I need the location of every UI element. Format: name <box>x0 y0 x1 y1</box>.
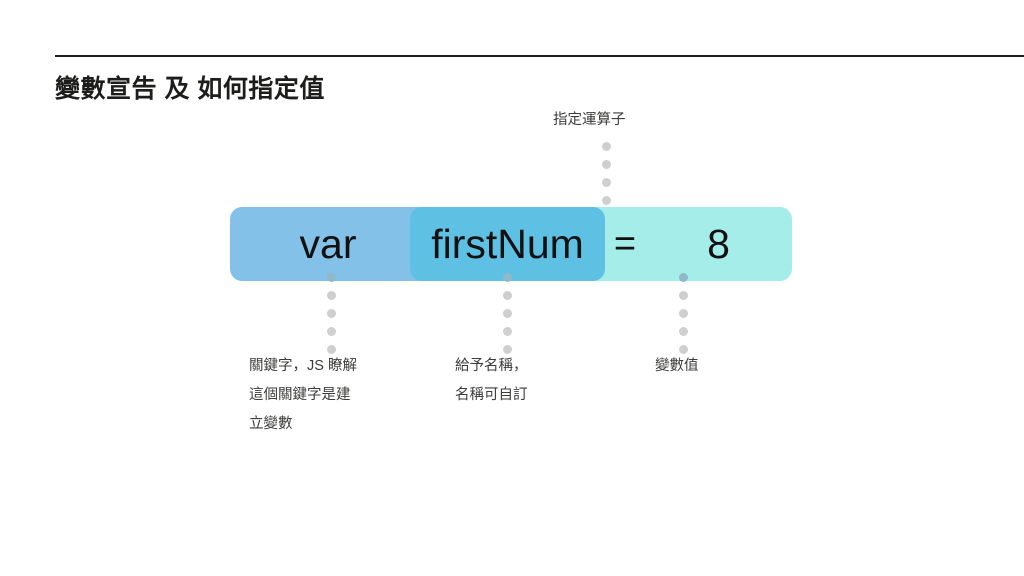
leader-dot <box>503 291 512 300</box>
code-text-keyword: var <box>299 221 357 267</box>
leader-dot <box>679 327 688 336</box>
code-expression-bar: var firstNum = 8 <box>230 207 792 281</box>
leader-line-keyword <box>327 273 336 363</box>
annotation-label-variable-name: 給予名稱， 名稱可自訂 <box>455 358 528 403</box>
leader-dot <box>602 142 611 151</box>
leader-dot <box>602 160 611 169</box>
leader-dot <box>327 327 336 336</box>
page-title: 變數宣告 及 如何指定值 <box>55 75 325 103</box>
leader-dot <box>679 291 688 300</box>
leader-dot <box>503 345 512 354</box>
header-divider <box>55 55 1024 57</box>
annotation-label-operator: 指定運算子 <box>553 112 626 128</box>
leader-dot <box>602 178 611 187</box>
leader-dot <box>327 291 336 300</box>
leader-dot <box>602 196 611 205</box>
leader-dot <box>679 309 688 318</box>
leader-dot <box>503 309 512 318</box>
leader-dot <box>503 327 512 336</box>
annotation-label-keyword: 關鍵字，JS 瞭解 這個關鍵字是建 立變數 <box>249 358 357 432</box>
leader-dot <box>503 273 512 282</box>
code-text-value: 8 <box>707 221 730 267</box>
leader-dot <box>327 309 336 318</box>
annotation-label-value: 變數值 <box>655 358 699 374</box>
leader-dot <box>327 345 336 354</box>
leader-line-operator <box>602 142 611 214</box>
leader-line-value <box>679 273 688 363</box>
leader-dot <box>327 273 336 282</box>
code-text-operator: = <box>613 223 637 265</box>
code-text-variable-name: firstNum <box>431 221 584 267</box>
leader-dot <box>679 273 688 282</box>
code-segment-keyword <box>230 207 426 281</box>
leader-line-variable-name <box>503 273 512 363</box>
code-segment-variable-name <box>410 207 605 281</box>
leader-dot <box>679 345 688 354</box>
